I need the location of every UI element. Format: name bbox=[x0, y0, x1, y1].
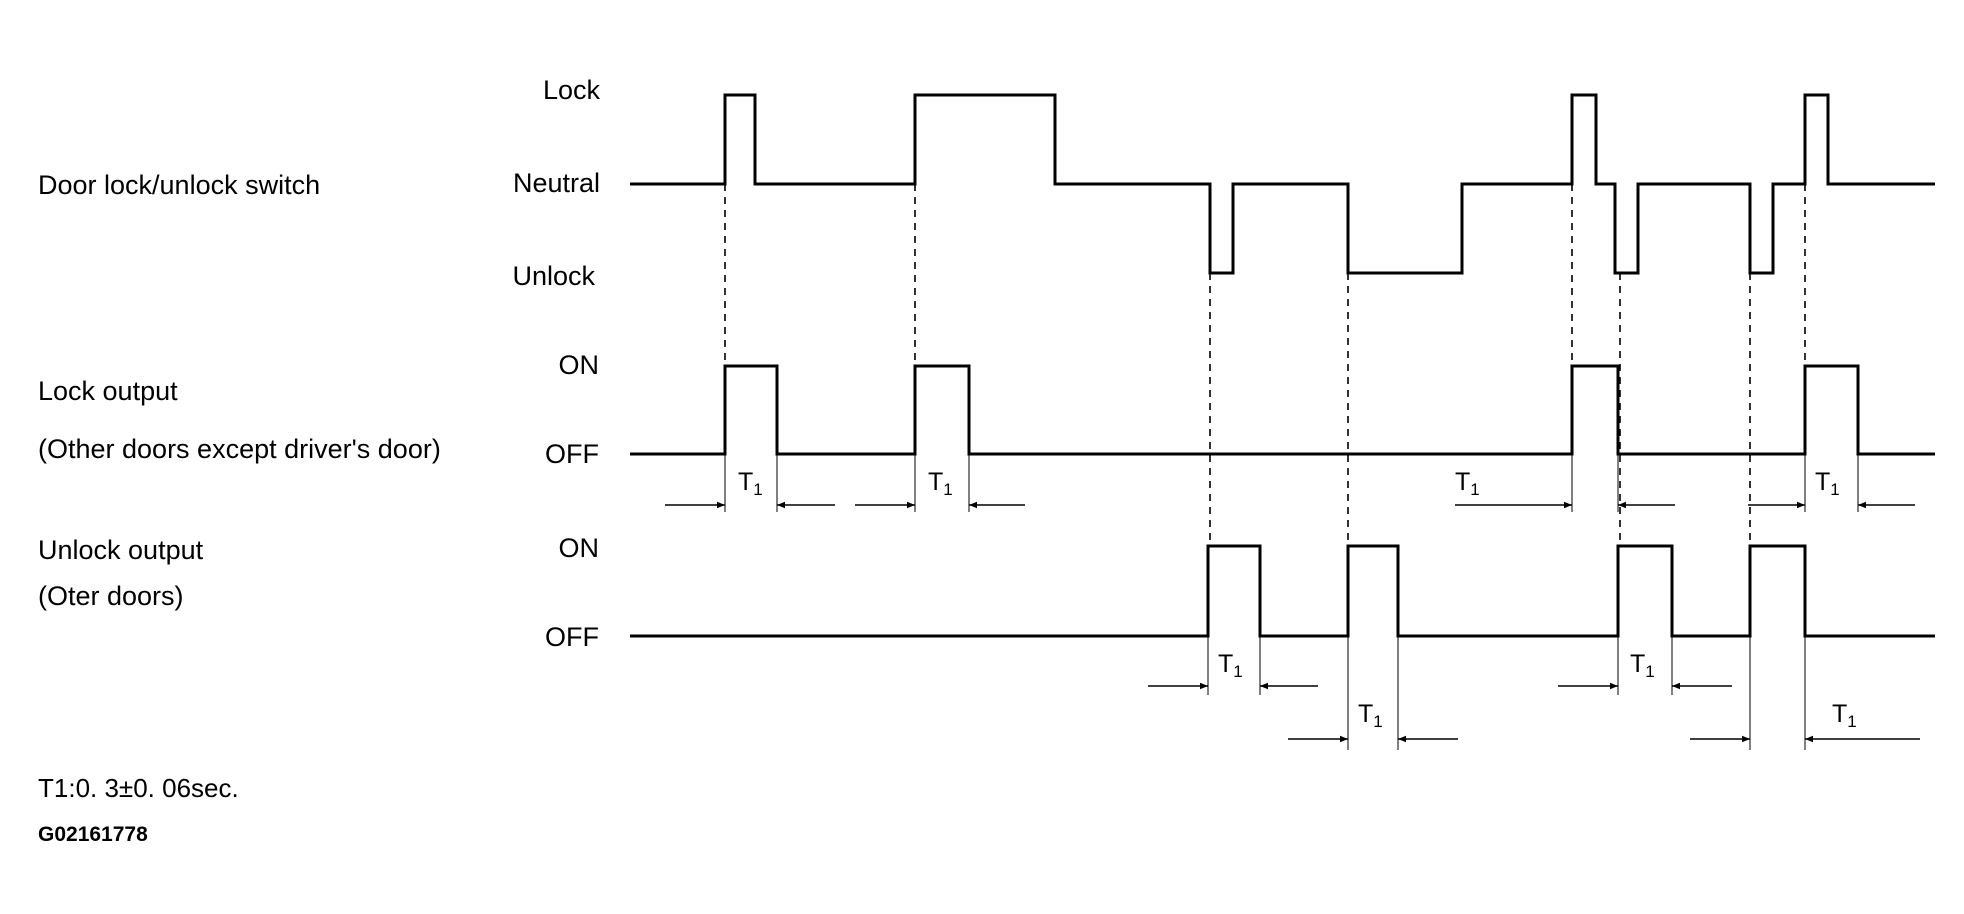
switch-level-lock: Lock bbox=[543, 75, 601, 105]
t1-label-6: T1 bbox=[1358, 700, 1383, 731]
unlock-output-label: Unlock output bbox=[38, 535, 204, 565]
figure-code: G02161778 bbox=[38, 823, 148, 846]
t1-label-3: T1 bbox=[1455, 468, 1480, 499]
dashed-guide-lines bbox=[724, 184, 1806, 546]
t1-label-2: T1 bbox=[928, 468, 953, 499]
unlock-output-waveform bbox=[630, 544, 1935, 638]
timing-extension-lines bbox=[724, 454, 1859, 750]
timing-note: T1:0. 3±0. 06sec. bbox=[38, 773, 239, 803]
t1-label-4: T1 bbox=[1815, 468, 1840, 499]
lock-output-level-off: OFF bbox=[545, 439, 599, 469]
unlock-output-level-on: ON bbox=[559, 533, 600, 563]
unlock-output-timing-arrows bbox=[1148, 682, 1920, 743]
lock-output-level-on: ON bbox=[559, 350, 600, 380]
t1-label-1: T1 bbox=[738, 468, 763, 499]
switch-level-unlock: Unlock bbox=[512, 261, 595, 291]
switch-row-label: Door lock/unlock switch bbox=[38, 170, 320, 200]
unlock-output-sublabel: (Oter doors) bbox=[38, 581, 184, 611]
lock-output-sublabel: (Other doors except driver's door) bbox=[38, 434, 441, 464]
lock-output-waveform bbox=[630, 364, 1935, 456]
t1-label-5: T1 bbox=[1218, 650, 1243, 681]
t1-label-7: T1 bbox=[1630, 650, 1655, 681]
lock-output-label: Lock output bbox=[38, 376, 178, 406]
t1-label-8: T1 bbox=[1832, 700, 1857, 731]
switch-waveform bbox=[630, 93, 1935, 275]
switch-level-neutral: Neutral bbox=[513, 168, 600, 198]
unlock-output-level-off: OFF bbox=[545, 622, 599, 652]
